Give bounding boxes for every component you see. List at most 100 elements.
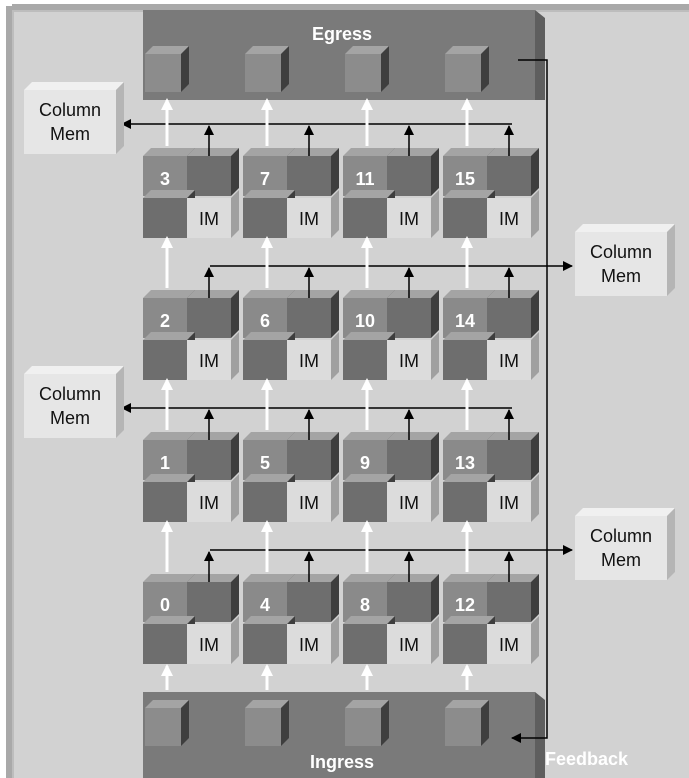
im-box: IM <box>187 616 239 664</box>
module-chip <box>487 574 539 622</box>
im-label: IM <box>299 635 319 655</box>
switch-module: IM 4 <box>243 574 339 664</box>
column-bus <box>121 403 514 440</box>
module-number: 10 <box>355 311 375 331</box>
feedback-path: Feedback <box>511 59 629 769</box>
column-mem-line2: Mem <box>601 550 641 570</box>
module-chip <box>487 148 539 196</box>
module-number: 5 <box>260 453 270 473</box>
module-number: 15 <box>455 169 475 189</box>
im-box: IM <box>487 332 539 380</box>
frame-top-edge <box>12 4 689 10</box>
column-mem-line2: Mem <box>50 124 90 144</box>
im-box: IM <box>387 474 439 522</box>
switch-module: IM 12 <box>443 574 539 664</box>
module-chip <box>287 290 339 338</box>
module-number: 1 <box>160 453 170 473</box>
switch-module: IM 10 <box>343 290 439 380</box>
switch-module: IM 8 <box>343 574 439 664</box>
module-number: 9 <box>360 453 370 473</box>
im-label: IM <box>199 635 219 655</box>
im-box: IM <box>287 616 339 664</box>
column-bus <box>121 119 514 156</box>
column-mem-line1: Column <box>39 384 101 404</box>
im-label: IM <box>199 209 219 229</box>
ingress-label: Ingress <box>310 752 374 772</box>
im-label: IM <box>499 351 519 371</box>
column-mem-line1: Column <box>39 100 101 120</box>
switch-module: IM 11 <box>343 148 439 238</box>
feedback-label: Feedback <box>545 749 629 769</box>
switch-module: IM 5 <box>243 432 339 522</box>
im-label: IM <box>499 635 519 655</box>
egress-label: Egress <box>312 24 372 44</box>
im-box: IM <box>387 616 439 664</box>
module-chip <box>387 432 439 480</box>
module-number: 11 <box>355 169 374 189</box>
im-box: IM <box>187 190 239 238</box>
module-chip <box>343 474 395 522</box>
im-box: IM <box>487 616 539 664</box>
column-mem-line1: Column <box>590 242 652 262</box>
im-box: IM <box>387 332 439 380</box>
module-chip <box>387 148 439 196</box>
ingress-port <box>345 700 389 746</box>
frame-left-edge <box>6 6 12 778</box>
switch-module: IM 9 <box>343 432 439 522</box>
switch-module: IM 14 <box>443 290 539 380</box>
module-chip <box>487 432 539 480</box>
module-chip <box>187 148 239 196</box>
module-chip <box>443 574 495 622</box>
im-box: IM <box>287 474 339 522</box>
switch-module: IM6 <box>243 290 339 380</box>
im-label: IM <box>299 493 319 513</box>
module-chip <box>287 432 339 480</box>
im-box: IM <box>487 190 539 238</box>
module-chip <box>187 574 239 622</box>
module-number: 2 <box>160 311 170 331</box>
module-number: 12 <box>455 595 475 615</box>
switch-module: IM 3 <box>143 148 239 238</box>
column-bus <box>204 261 573 298</box>
im-label: IM <box>499 493 519 513</box>
module-chip <box>387 574 439 622</box>
module-number: 14 <box>455 311 475 331</box>
egress-port <box>145 46 189 92</box>
im-label: IM <box>499 209 519 229</box>
switch-module: IM 0 <box>143 574 239 664</box>
switch-module: IM 15 <box>443 148 539 238</box>
im-box: IM <box>187 474 239 522</box>
module-chip <box>143 290 195 338</box>
ingress-port <box>245 700 289 746</box>
module-number: 8 <box>360 595 370 615</box>
switch-module: IM2 <box>143 290 239 380</box>
module-number: 0 <box>160 595 170 615</box>
module-chip <box>143 616 195 664</box>
module-number: 7 <box>260 169 270 189</box>
im-box: IM <box>287 190 339 238</box>
egress-port <box>245 46 289 92</box>
module-number: 4 <box>260 595 270 615</box>
ingress-port <box>145 700 189 746</box>
im-label: IM <box>399 493 419 513</box>
im-label: IM <box>299 351 319 371</box>
column-mem-line2: Mem <box>601 266 641 286</box>
switch-module: IM 7 <box>243 148 339 238</box>
module-chip <box>287 574 339 622</box>
module-chip <box>187 432 239 480</box>
im-box: IM <box>487 474 539 522</box>
module-number: 3 <box>160 169 170 189</box>
module-chip <box>243 290 295 338</box>
im-label: IM <box>399 209 419 229</box>
column-bus <box>204 545 573 582</box>
module-chip <box>387 290 439 338</box>
im-label: IM <box>199 493 219 513</box>
module-chip <box>187 290 239 338</box>
